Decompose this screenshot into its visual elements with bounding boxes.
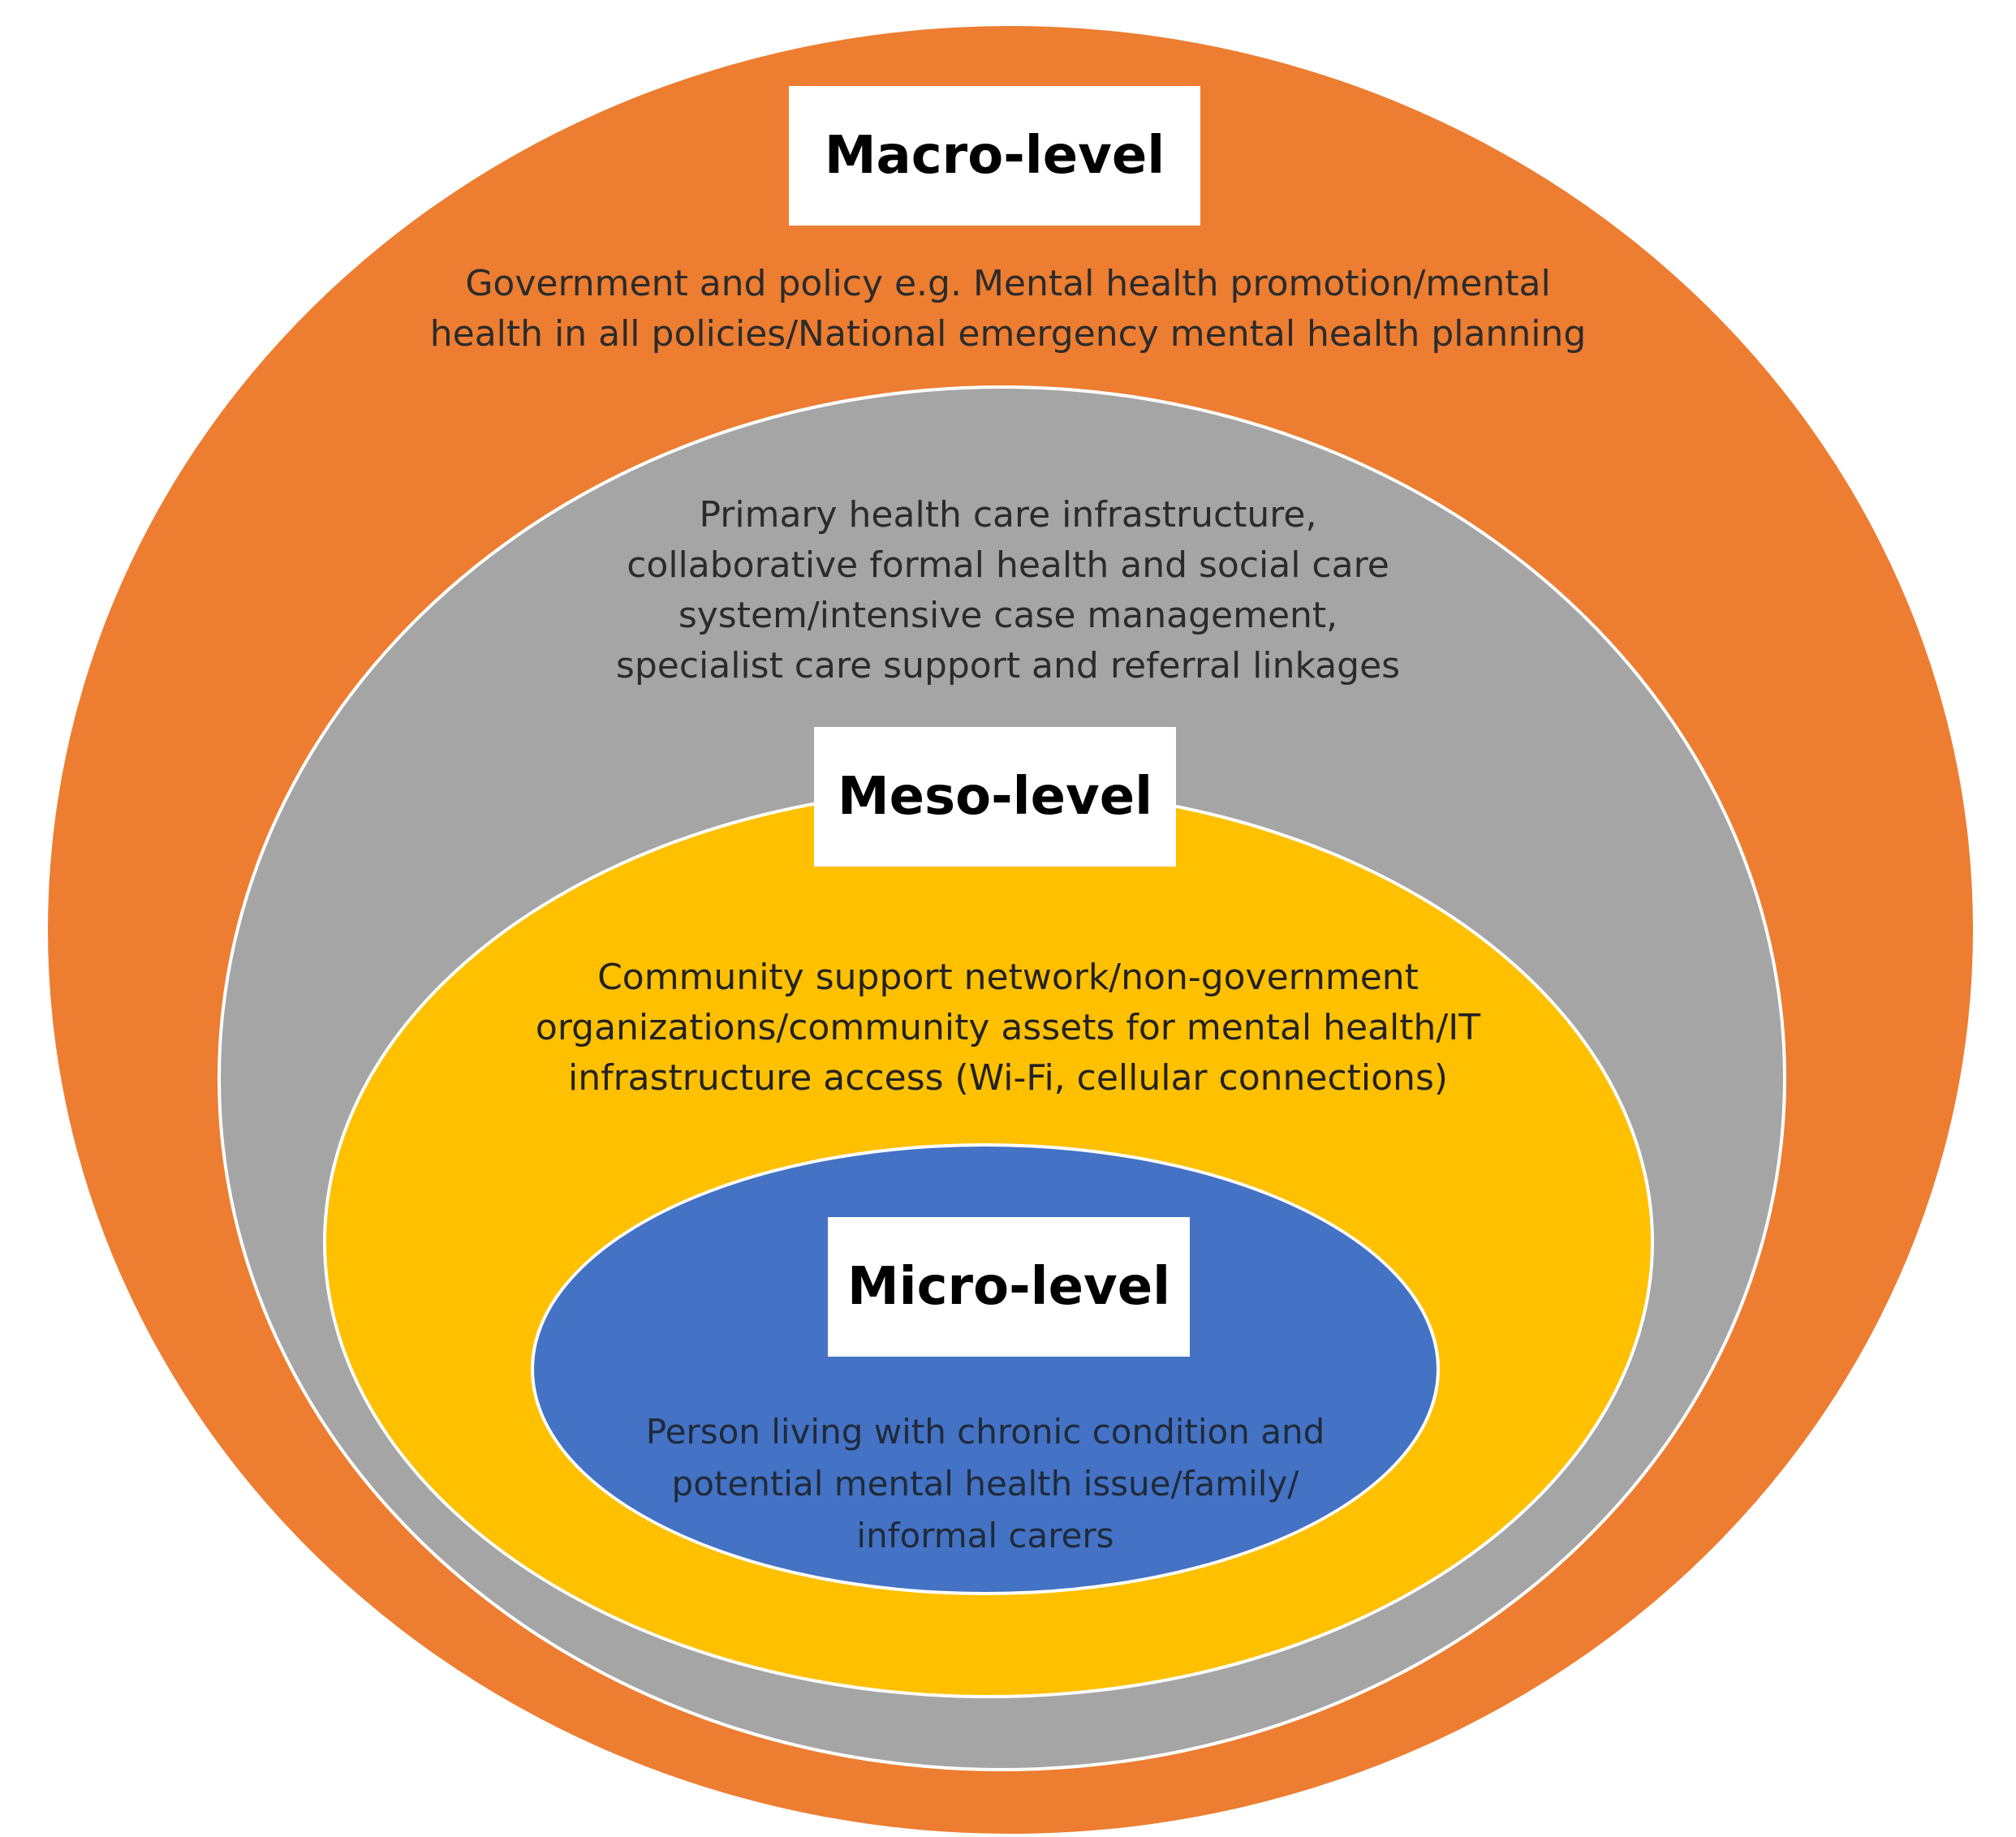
micro-level-description: Person living with chronic condition and… [645, 1412, 1325, 1555]
macro-level-description: Government and policy e.g. Mental health… [429, 263, 1587, 355]
meso-level-description: Community support network/non-government… [535, 957, 1481, 1099]
micro-level-title: Micro-level [828, 1217, 1190, 1357]
meso-level-title: Meso-level [814, 727, 1176, 867]
macro-level-title: Macro-level [789, 86, 1200, 226]
primary-care-description: Primary health care infrastructure, coll… [615, 494, 1401, 686]
